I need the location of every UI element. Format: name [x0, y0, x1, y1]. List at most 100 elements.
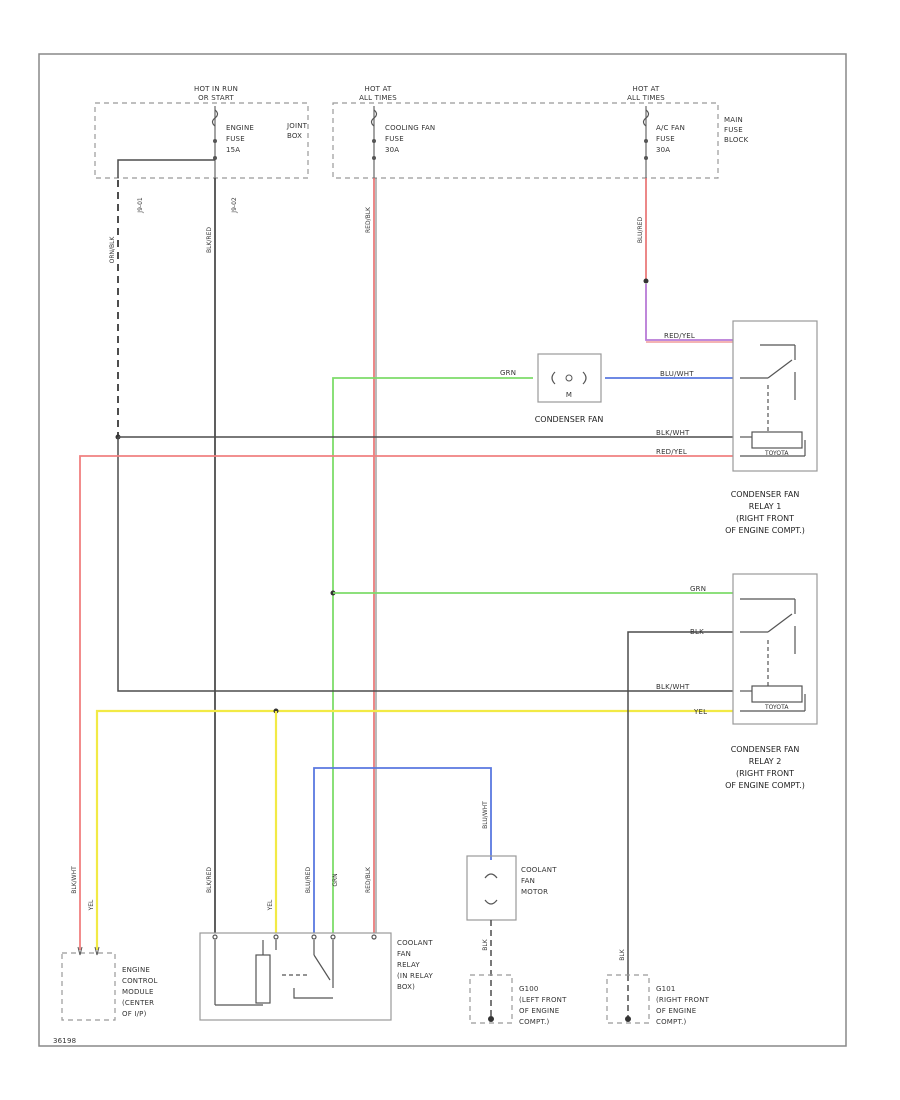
blu-wht-coolantfan-label: BLU/WHT [482, 801, 489, 829]
ground-g100-label-4: COMPT.) [519, 1018, 550, 1026]
condenser-fan-label: CONDENSER FAN [535, 415, 604, 424]
grn-wire-label-relay2: GRN [690, 585, 706, 593]
ecm-label-3: MODULE [122, 988, 154, 996]
joint-box-label-1: JOINT [286, 122, 308, 130]
ground-g100-label-2: (LEFT FRONT [519, 996, 567, 1004]
blk-red-wire-label-top: BLK/RED [206, 227, 213, 253]
joint-box-outline [94, 102, 309, 179]
relay-2-switch [740, 598, 806, 712]
relay-2-coil-label: TOYOTA [764, 704, 789, 711]
ac-fan-fuse-label-3: 30A [656, 146, 670, 154]
ecm-label-2: CONTROL [122, 977, 158, 985]
ground-g100-box [469, 974, 513, 1024]
ground-g101-label-4: COMPT.) [656, 1018, 687, 1026]
yel-wire-label-relay: YEL [267, 899, 274, 911]
blk-red-wire-label-bottom: BLK/RED [206, 867, 213, 893]
relay-2-label-1: CONDENSER FAN [731, 745, 800, 754]
ecm-pins [77, 946, 100, 956]
relay-1-coil-label: TOYOTA [764, 450, 789, 457]
ecm-box [61, 952, 116, 1021]
coolant-fan-ground-label: BLK [482, 938, 489, 950]
cooling-fan-fuse-label-1: COOLING FAN [385, 124, 435, 132]
coolant-fan-relay-label-3: RELAY [397, 961, 420, 969]
cooling-fan-fuse-label-3: 30A [385, 146, 399, 154]
main-fuse-block-label-1: MAIN [724, 116, 743, 124]
coolant-fan-relay-label-1: COOLANT [397, 939, 433, 947]
red-yel-wire [79, 455, 733, 950]
relay-1-switch [740, 344, 806, 457]
blk-wht-wire-relay2 [117, 437, 733, 692]
coolant-fan-motor-label-3: MOTOR [521, 888, 548, 896]
coolant-fan-relay-internals [212, 934, 377, 1006]
blk-wire-relay2-ground [627, 631, 733, 975]
ground-g100-label-1: G100 [519, 985, 539, 993]
coolant-fan-relay-label-5: BOX) [397, 983, 415, 991]
all-times-label-1: ALL TIMES [359, 94, 397, 102]
grn-wire-label-bottom: GRN [332, 873, 339, 886]
hot-in-run-label: HOT IN RUN [194, 85, 238, 93]
ground-g101-dot [625, 1016, 631, 1022]
red-blk-wire-label-top: RED/BLK [365, 206, 372, 233]
condenser-fan-relay-1-box [732, 320, 818, 472]
ground-g100-dot [488, 1016, 494, 1022]
blk-wht-wire-label-2: BLK/WHT [656, 683, 690, 691]
engine-fuse [211, 106, 219, 180]
relay-1-label-3: (RIGHT FRONT [736, 514, 794, 523]
ac-fan-fuse-label-1: A/C FAN [656, 124, 685, 132]
condenser-fan-motor-hub [565, 374, 573, 382]
relay-2-label-2: RELAY 2 [749, 757, 782, 766]
relay-2-label-4: OF ENGINE COMPT.) [725, 781, 805, 790]
diagram-frame [38, 53, 847, 1047]
ecm-label-1: ENGINE [122, 966, 150, 974]
condenser-fan-relay-2-box [732, 573, 818, 725]
blk-wire-relay2-label: BLK [690, 628, 704, 636]
ac-fan-fuse [642, 106, 650, 180]
ac-fan-fuse-label-2: FUSE [656, 135, 675, 143]
red-blk-wire-label-bottom: RED/BLK [365, 866, 372, 893]
blu-red-wire-label: BLU/RED [637, 217, 644, 244]
hot-at-label-2: HOT AT [633, 85, 661, 93]
cooling-fan-fuse-label-2: FUSE [385, 135, 404, 143]
coolant-fan-motor-box [466, 855, 517, 921]
ground-g101-label-1: G101 [656, 985, 676, 993]
ground-g101-label-2: (RIGHT FRONT [656, 996, 710, 1004]
coolant-fan-motor-label-2: FAN [521, 877, 535, 885]
ground-g100-label-3: OF ENGINE [519, 1007, 559, 1015]
yel-wire [95, 709, 733, 950]
orn-blk-wire [117, 159, 215, 178]
yel-wire-label: YEL [693, 708, 707, 716]
main-fuse-block-outline [332, 102, 719, 179]
coolant-fan-relay-label-4: (IN RELAY [397, 972, 433, 980]
engine-fuse-label-3: 15A [226, 146, 240, 154]
yel-wire-label-ecm: YEL [88, 899, 95, 911]
grn-wire-condenser [332, 377, 533, 933]
blu-wht-wire-label: BLU/WHT [660, 370, 694, 378]
red-blk-acfan-label: RED/YEL [664, 332, 695, 340]
coolant-fan-relay-label-2: FAN [397, 950, 411, 958]
main-fuse-block-label-3: BLOCK [724, 136, 749, 144]
ground-g101-box [606, 974, 650, 1024]
ecm-label-4: (CENTER [122, 999, 154, 1007]
junction-label-a: J9-01 [137, 197, 144, 214]
relay-2-label-3: (RIGHT FRONT [736, 769, 794, 778]
coolant-fan-motor-symbol [484, 873, 498, 905]
diagram-code: 36198 [53, 1037, 76, 1045]
main-fuse-block-label-2: FUSE [724, 126, 743, 134]
relay-1-label-4: OF ENGINE COMPT.) [725, 526, 805, 535]
condenser-fan-motor-symbol [551, 371, 587, 385]
hot-at-label-1: HOT AT [365, 85, 393, 93]
coolant-fan-relay-box [199, 932, 392, 1021]
engine-fuse-label-1: ENGINE [226, 124, 254, 132]
blu-wht-relay-label: BLU/RED [305, 867, 312, 894]
acfan-connector-dot [643, 278, 649, 284]
all-times-label-2: ALL TIMES [627, 94, 665, 102]
coolant-fan-motor-label-1: COOLANT [521, 866, 557, 874]
red-yel-wire-label-bottom: BLK/WHT [71, 866, 78, 894]
cooling-fan-fuse [370, 106, 378, 180]
orn-blk-wire-label: ORN/BLK [109, 236, 116, 264]
joint-box-label-2: BOX [287, 132, 302, 140]
relay-1-label-2: RELAY 1 [749, 502, 782, 511]
condenser-fan-motor-box [537, 353, 602, 403]
or-start-label: OR START [198, 94, 234, 102]
